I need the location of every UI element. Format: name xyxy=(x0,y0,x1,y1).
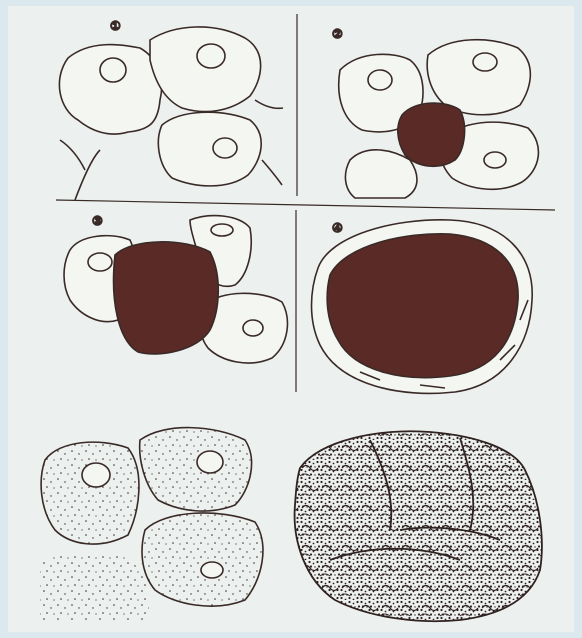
panel-4-label: ④ xyxy=(332,221,343,235)
tumor-mass xyxy=(327,234,518,378)
panel-3-label: ③ xyxy=(92,214,103,228)
nucleus xyxy=(82,463,110,487)
panel-2-label: ② xyxy=(332,27,343,41)
nucleus xyxy=(213,138,237,158)
nucleus xyxy=(473,53,497,71)
nucleus xyxy=(368,70,392,90)
affected-tissue-panel xyxy=(295,431,542,621)
cell xyxy=(140,428,252,511)
nucleus xyxy=(197,44,225,68)
nucleus xyxy=(88,253,112,271)
tumor-cell xyxy=(398,103,465,166)
panel-3: ③ xyxy=(64,214,287,363)
cell xyxy=(150,27,261,112)
nucleus xyxy=(211,224,233,236)
nucleus xyxy=(243,320,263,336)
nucleus xyxy=(201,562,223,578)
nucleus xyxy=(484,152,506,168)
normal-tissue-panel xyxy=(40,428,263,620)
nucleus xyxy=(197,451,223,473)
panel-2: ② xyxy=(332,27,538,198)
panel-1: ① xyxy=(59,19,283,200)
tumor-cell xyxy=(114,242,219,354)
nucleus xyxy=(100,58,126,82)
panel-1-label: ① xyxy=(110,19,121,33)
dense-tissue xyxy=(295,431,542,621)
cell xyxy=(158,112,261,186)
intercellular-space xyxy=(40,553,150,620)
cell xyxy=(41,442,139,544)
panel-4: ④ xyxy=(312,220,533,394)
cell xyxy=(142,513,263,606)
